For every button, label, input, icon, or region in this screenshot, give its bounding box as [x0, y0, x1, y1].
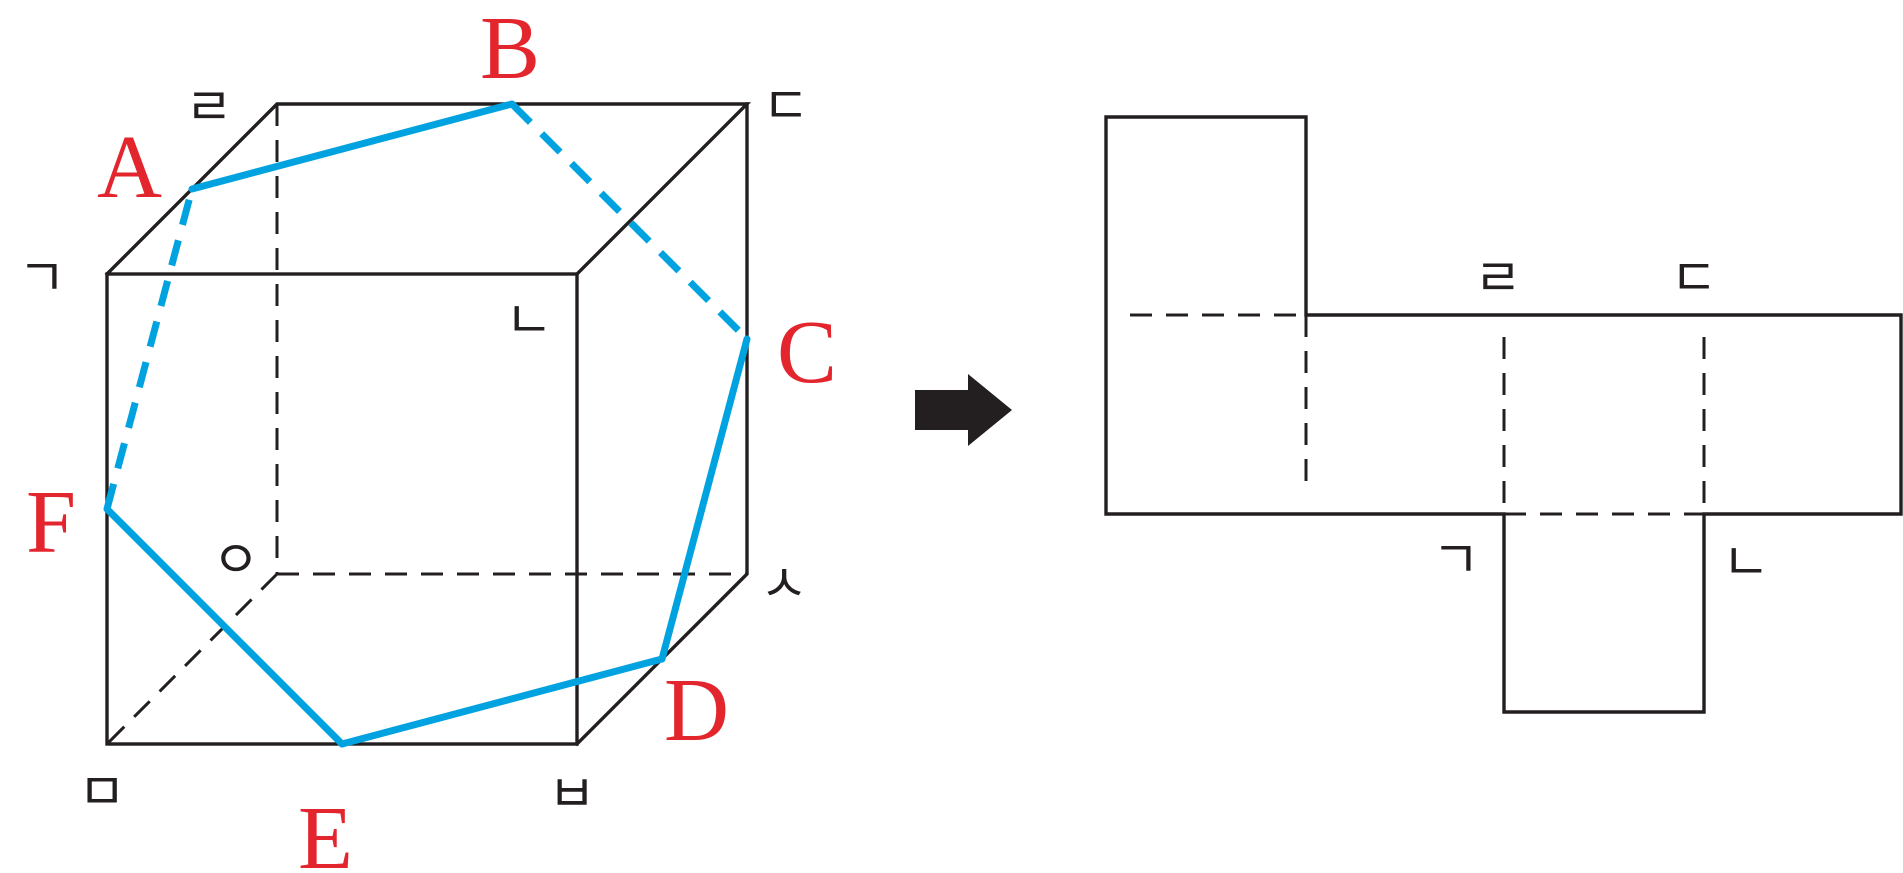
section-edge-ab: [188, 100, 516, 193]
cube-vertex-labels: ㄱ ㄴ ㄷ ㄹ ㅁ ㅂ ㅅ ㅇ: [18, 77, 810, 825]
point-label-a: A: [97, 118, 162, 217]
net-vertex-label-r: ㄹ: [1474, 249, 1522, 309]
cube-hidden-edge-diagonal: [105, 572, 279, 746]
cube-vertex-label-d: ㄷ: [762, 77, 810, 137]
net-vertex-label-d: ㄷ: [1670, 249, 1718, 309]
cube-vertex-label-n: ㄴ: [505, 291, 553, 351]
section-edge-de: [338, 655, 666, 748]
net-vertex-label-g: ㄱ: [1432, 531, 1480, 591]
cube-vertex-label-s: ㅅ: [760, 555, 808, 615]
right-arrow-icon: [915, 374, 1012, 446]
point-label-c: C: [777, 303, 837, 402]
point-label-b: B: [480, 0, 540, 98]
section-edge-cd: [658, 335, 751, 663]
point-label-d: D: [664, 661, 729, 760]
net-fold-lines: [1130, 313, 1706, 516]
net-vertex-label-n: ㄴ: [1722, 533, 1770, 593]
cube-hidden-edges: [105, 104, 747, 746]
section-edge-fa: [103, 188, 196, 510]
point-label-f: F: [26, 473, 76, 572]
cube-vertex-label-r: ㄹ: [185, 78, 233, 138]
cross-section-hexagon: [103, 100, 751, 748]
section-edge-ef: [103, 505, 346, 748]
section-edge-bc: [509, 101, 750, 342]
cube-vertex-label-b: ㅂ: [548, 765, 596, 825]
net-vertex-labels: ㄹ ㄷ ㄱ ㄴ: [1432, 249, 1770, 593]
cube-net-figure: ㄹ ㄷ ㄱ ㄴ: [1104, 115, 1903, 714]
cube-visible-edges: [104, 102, 752, 747]
point-label-e: E: [298, 789, 353, 873]
cube-vertex-label-o: ㅇ: [212, 531, 260, 591]
cube-vertex-label-m: ㅁ: [78, 763, 126, 823]
section-point-labels: A B C D E F: [26, 0, 837, 873]
cube-figure: ㄱ ㄴ ㄷ ㄹ ㅁ ㅂ ㅅ ㅇ A B C D E F: [18, 0, 837, 873]
cube-vertex-label-g: ㄱ: [18, 249, 66, 309]
